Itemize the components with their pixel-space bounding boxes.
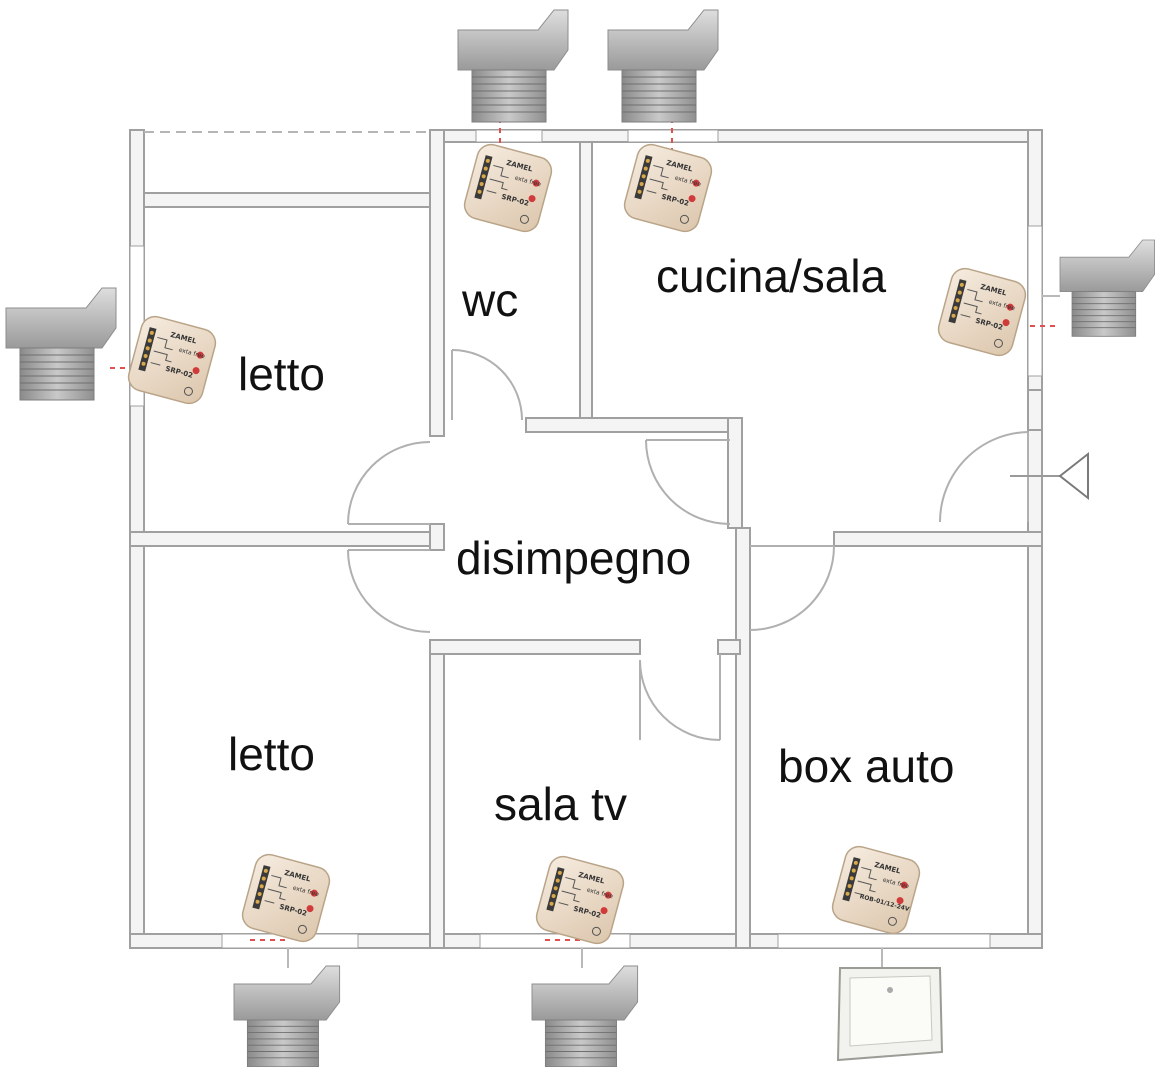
roller-shutter-icon bbox=[457, 9, 569, 123]
wall-letto-wc bbox=[429, 129, 445, 437]
roller-shutter-icon bbox=[5, 287, 117, 401]
receiver-module-icon: ZAMEL exta free ROB-01/12-24V bbox=[828, 842, 924, 938]
wall-disimpegno-right bbox=[727, 417, 743, 529]
room-label-letto-bottom: letto bbox=[228, 728, 315, 780]
doors bbox=[347, 349, 1029, 741]
window-cucina-right bbox=[1027, 225, 1043, 377]
receiver-module-icon: ZAMEL exta free SRP-02 bbox=[620, 140, 716, 236]
receiver-module-icon: ZAMEL exta free SRP-02 bbox=[460, 140, 556, 236]
room-label-sala-tv: sala tv bbox=[494, 778, 627, 830]
wall-letto-divider bbox=[129, 531, 431, 547]
receiver-module-icon: ZAMEL exta free SRP-02 bbox=[124, 312, 220, 408]
roller-shutter-icon bbox=[531, 965, 639, 1067]
door-box-arc bbox=[749, 545, 835, 631]
room-label-disimpegno: disimpegno bbox=[456, 532, 691, 584]
room-label-box-auto: box auto bbox=[778, 740, 954, 792]
room-label-cucina-sala: cucina/sala bbox=[656, 250, 887, 302]
roller-shutter-icon bbox=[1059, 239, 1155, 337]
wall-letto-top bbox=[143, 192, 431, 208]
wall-letto-stub bbox=[429, 523, 445, 551]
door-tv-arc bbox=[639, 659, 721, 741]
shutter-stems bbox=[287, 295, 1060, 968]
wall-wc-cucina bbox=[579, 141, 593, 419]
wall-disimpegno-bottom bbox=[429, 639, 641, 655]
wall-right-pier bbox=[1027, 389, 1043, 431]
roller-shutter-icon bbox=[233, 965, 341, 1067]
door-letto-bottom-arc bbox=[347, 549, 431, 633]
receiver-module-icon: ZAMEL exta free SRP-02 bbox=[238, 850, 334, 946]
door-wc-arc bbox=[451, 349, 523, 421]
door-letto-top-arc bbox=[347, 441, 431, 525]
wall-letto-tv bbox=[429, 639, 445, 949]
door-entrance-arc bbox=[939, 431, 1029, 523]
garage-opening bbox=[777, 933, 991, 949]
room-label-letto-top: letto bbox=[238, 348, 325, 400]
wall-disimpegno-bottom-stub bbox=[717, 639, 741, 655]
wall-disimpegno-top bbox=[525, 417, 741, 433]
receiver-module-icon: ZAMEL exta free SRP-02 bbox=[934, 264, 1030, 360]
window-wc bbox=[475, 129, 543, 143]
entrance-arrow-icon bbox=[1010, 451, 1089, 501]
garage-door-icon bbox=[836, 967, 944, 1062]
receiver-module-icon: ZAMEL exta free SRP-02 bbox=[532, 852, 628, 948]
roller-shutter-icon bbox=[607, 9, 719, 123]
wall-box-tv bbox=[735, 527, 751, 949]
door-cucina-arc bbox=[645, 439, 731, 525]
room-label-wc: wc bbox=[461, 274, 518, 326]
wall-cucina-box bbox=[833, 531, 1043, 547]
